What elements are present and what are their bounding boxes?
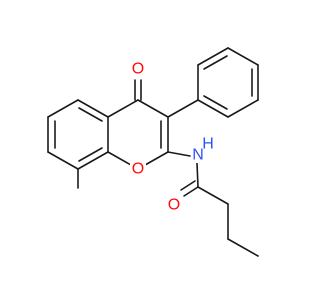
bond <box>78 147 103 162</box>
bond <box>227 47 259 66</box>
bonds <box>47 47 259 257</box>
bond <box>197 99 229 118</box>
bond <box>203 95 228 110</box>
bond <box>180 180 196 191</box>
bond <box>227 99 259 118</box>
bond <box>47 151 79 170</box>
bond <box>196 162 199 188</box>
bond <box>183 186 199 197</box>
ring-oxygen-label: O <box>132 161 144 178</box>
bond <box>77 151 109 170</box>
bond <box>167 151 191 157</box>
bond <box>197 186 229 205</box>
bond <box>197 47 229 66</box>
carbonyl-oxygen-label: O <box>132 61 144 78</box>
bond <box>137 99 169 118</box>
bond <box>167 99 199 118</box>
amide-oxygen-label: O <box>168 197 180 214</box>
molecule-structure: O O N H O <box>47 47 259 257</box>
bond <box>227 238 259 257</box>
bond <box>47 99 79 118</box>
bond <box>107 99 139 118</box>
bond <box>78 107 103 122</box>
atom-labels: O O N H O <box>130 60 215 214</box>
bond <box>77 99 109 118</box>
bond <box>203 55 228 70</box>
amide-hydrogen-label: H <box>202 136 214 153</box>
amide-nitrogen-label: N <box>192 147 204 164</box>
